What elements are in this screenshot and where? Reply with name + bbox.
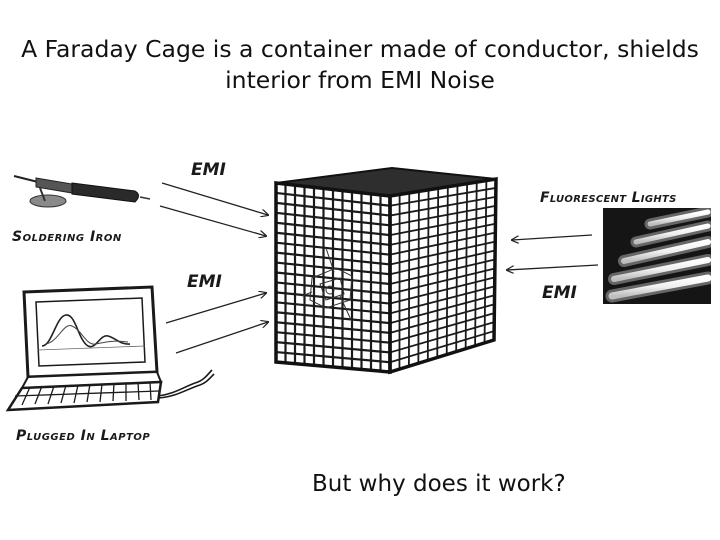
cage-wire [389,321,495,354]
closing-question: But why does it work? [312,471,566,497]
fluorescent-lights-icon [603,206,715,304]
label-laptop: Plugged In Laptop [16,428,151,444]
cage-wire [389,213,496,236]
arrow-icon [507,264,599,270]
cage-wire [389,231,496,256]
arrow-icon [159,205,266,236]
cage-wire [275,241,391,256]
arrow-icon [161,182,268,215]
label-emi-right: EMI [542,283,577,303]
label-soldering-iron: Soldering Iron [12,229,122,245]
cage-wire [389,276,495,305]
soldering-iron-icon [13,175,151,208]
cage-wire [275,231,391,246]
cage-wire [389,196,496,217]
arrow-icon [175,322,268,354]
cage-wire [275,321,391,334]
cage-wire [389,285,495,315]
cage-wire [275,211,391,227]
cage-wire [275,271,391,286]
arrow-icon [165,293,266,324]
cage-wire [275,301,391,315]
cage-wire [389,204,496,227]
arrow-icon [512,234,593,240]
shielded-device-icon [301,247,353,323]
label-emi-top: EMI [191,160,226,180]
label-emi-middle: EMI [187,272,222,292]
laptop-icon [5,285,215,412]
cage-wire [389,258,496,285]
cage-wire [275,201,391,217]
cage-wire [275,221,391,237]
cage-wire [275,281,391,295]
faraday-cage-icon [274,166,498,375]
cage-wire [389,240,496,266]
cage-wire [275,191,391,207]
cage-wire [389,249,496,276]
title-line-1: A Faraday Cage is a container made of co… [21,35,699,63]
slide-title: A Faraday Cage is a container made of co… [0,34,720,96]
cage-wire [275,311,391,325]
cage-wire [389,294,495,324]
emi-arrows [159,182,599,354]
title-line-2: interior from EMI Noise [225,66,495,94]
cage-wire [389,222,496,246]
cage-wire [275,331,391,344]
cage-wire [389,267,496,295]
cage-wire [275,251,391,266]
label-fluorescent-lights: Fluorescent Lights [540,190,677,206]
cage-wire [389,312,495,344]
cage-wire [275,341,391,354]
cage-wire [275,350,391,364]
cage-wire [389,303,495,334]
cage-wire [389,330,495,364]
cage-wire [389,187,497,207]
